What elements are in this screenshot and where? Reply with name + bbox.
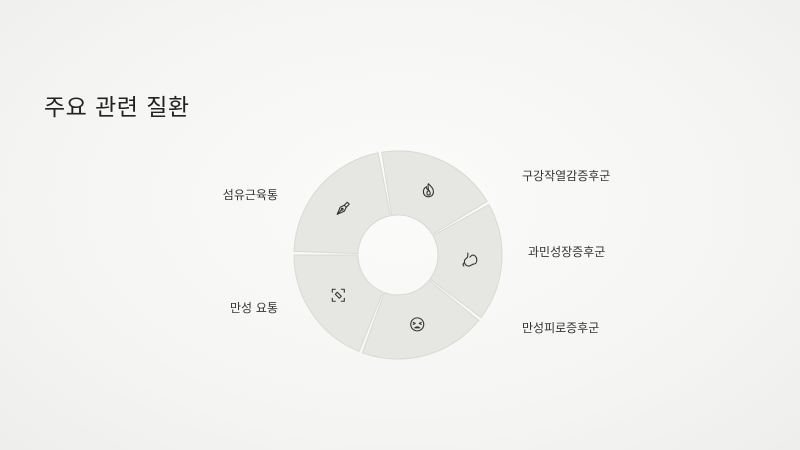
segment-1 — [429, 203, 503, 319]
tired-face-icon — [410, 317, 425, 332]
focus-frame-icon — [331, 288, 345, 302]
label-segment-3: 만성 요통 — [230, 301, 278, 315]
slide-title: 주요 관련 질환 — [44, 95, 190, 121]
segment-3 — [293, 254, 384, 353]
pen-nib-icon — [336, 201, 350, 215]
label-segment-4: 섬유근육통 — [222, 188, 278, 202]
segment-2 — [361, 279, 480, 360]
segment-4 — [293, 152, 391, 255]
label-segment-0: 구강작열감증후군 — [522, 169, 611, 183]
fire-icon — [422, 183, 434, 198]
segment-0 — [381, 150, 488, 236]
stomach-icon — [462, 252, 478, 267]
label-segment-1: 과민성장증후군 — [528, 245, 606, 259]
label-segment-2: 만성피로증후군 — [522, 321, 600, 335]
